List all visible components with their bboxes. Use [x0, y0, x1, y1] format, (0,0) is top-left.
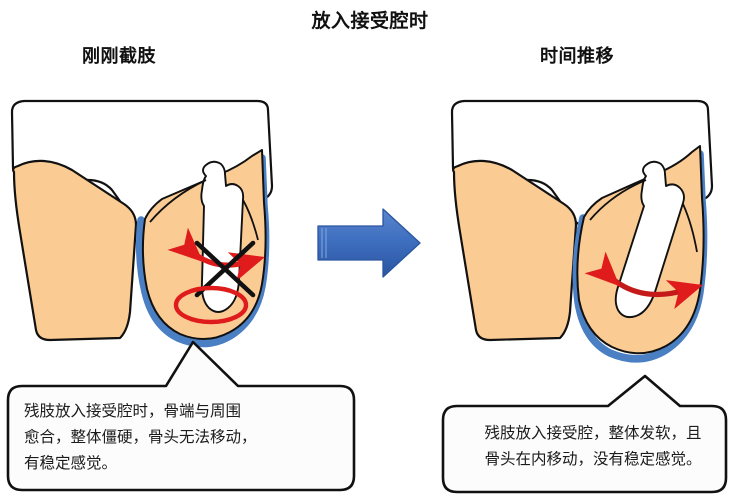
- caption-text-left: 残肢放入接受腔时，骨端与周围 愈合，整体僵硬，骨头无法移动， 有稳定感觉。: [24, 402, 257, 472]
- hip-contour-right: [589, 179, 647, 221]
- figure-left-freshly-amputated: [10, 99, 274, 348]
- caption-bubble-right: [441, 374, 728, 494]
- caption-bubble-left-shape: [6, 340, 356, 492]
- red-ellipse-bone-end: [173, 285, 249, 325]
- panel-label-left: 刚刚截肢: [82, 46, 156, 67]
- page-title: 放入接受腔时: [311, 10, 429, 32]
- panel-label-right: 时间推移: [540, 46, 614, 67]
- hip-contour-left: [149, 179, 207, 223]
- intact-thigh-right: [452, 159, 578, 342]
- groin-contour-right: [682, 203, 698, 253]
- transition-arrow-icon: [317, 208, 421, 278]
- figure-right-over-time: [450, 99, 714, 363]
- caption-text-right: 残肢放入接受腔，整体发软，且 骨头在内移动，没有稳定感觉。: [484, 424, 702, 468]
- caption-bubble-right-shape: [441, 374, 728, 494]
- intact-thigh-left: [12, 159, 138, 342]
- red-curved-double-arrow-right: [584, 251, 703, 310]
- caption-bubble-left: [6, 340, 356, 492]
